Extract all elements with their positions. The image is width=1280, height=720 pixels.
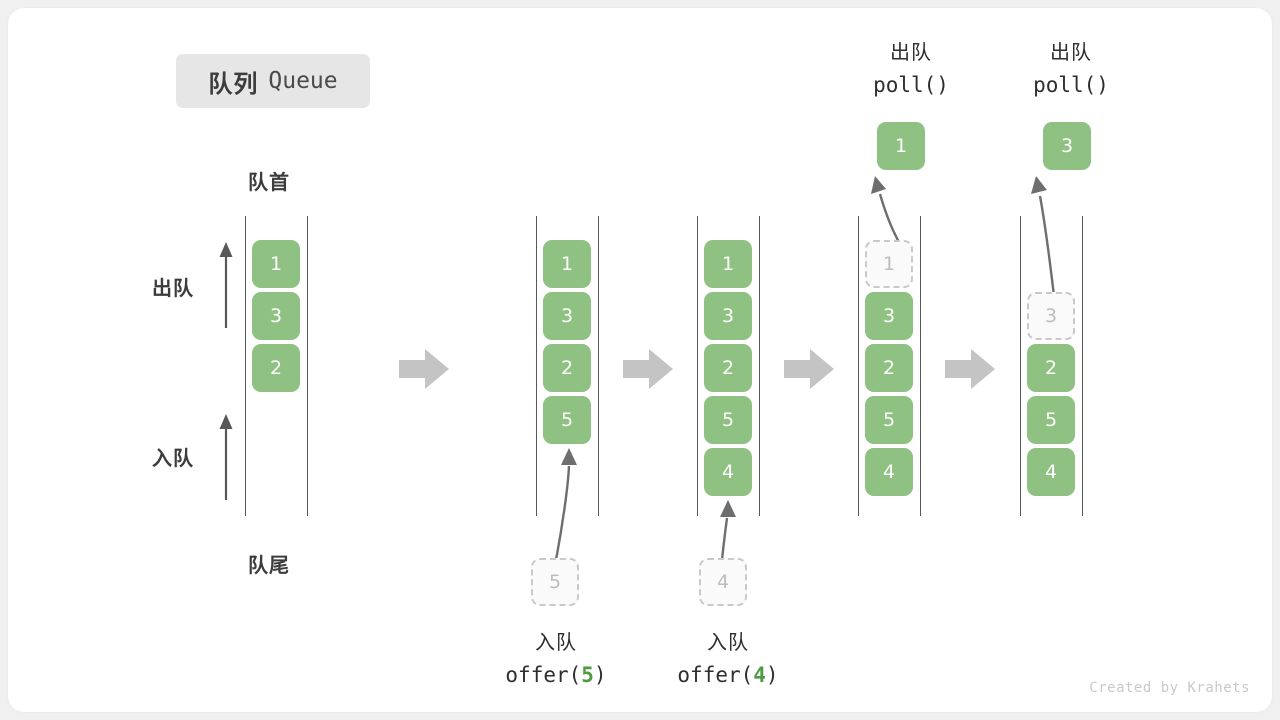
rail-right <box>920 216 921 516</box>
caption-poll-3: 出队 poll() <box>971 38 1171 102</box>
incoming-ghost-box-3: 4 <box>699 558 747 606</box>
caption-paren: ) <box>1096 73 1109 97</box>
caption-line2: poll() <box>811 69 1011 102</box>
queue-slot: 5 <box>704 396 752 444</box>
queue-slot: 3 <box>704 292 752 340</box>
enqueue-curve-arrow-2-icon <box>554 448 577 561</box>
enqueue-curve-arrow-3-icon <box>720 500 736 561</box>
queue-slot: 2 <box>252 344 300 392</box>
dequeue-side-label: 出队 <box>152 278 194 300</box>
rail-right <box>598 216 599 516</box>
step-arrow-1-icon <box>399 349 449 389</box>
step-arrow-3-icon <box>784 349 834 389</box>
queue-slot: 4 <box>1027 448 1075 496</box>
caption-line1: 出队 <box>890 42 932 64</box>
title-badge: 队列 Queue <box>176 54 370 108</box>
queue-slot: 3 <box>865 292 913 340</box>
queue-slot-ghost: 3 <box>1027 292 1075 340</box>
caption-arg: 5 <box>581 663 594 687</box>
caption-offer-5: 入队 offer(5) <box>456 628 656 692</box>
rail-left <box>697 216 698 516</box>
queue-head-label: 队首 <box>248 172 290 194</box>
caption-line1: 入队 <box>535 632 577 654</box>
caption-poll-1: 出队 poll() <box>811 38 1011 102</box>
queue-slot: 1 <box>252 240 300 288</box>
caption-fn: offer( <box>677 663 754 687</box>
title-cn: 队列 <box>208 70 259 98</box>
caption-fn: poll( <box>1033 73 1097 97</box>
rail-right <box>1082 216 1083 516</box>
enqueue-side-label: 入队 <box>152 448 194 470</box>
step-arrow-2-icon <box>623 349 673 389</box>
queue-slot: 2 <box>704 344 752 392</box>
queue-slot: 2 <box>865 344 913 392</box>
caption-line1: 入队 <box>707 632 749 654</box>
queue-slot: 5 <box>1027 396 1075 444</box>
queue-slot: 1 <box>543 240 591 288</box>
dequeue-arrow-icon <box>219 242 233 328</box>
queue-slot: 3 <box>543 292 591 340</box>
step-arrow-4-icon <box>945 349 995 389</box>
dequeue-curve-arrow-5-icon <box>1031 176 1056 297</box>
queue-slot: 5 <box>865 396 913 444</box>
caption-paren: ) <box>936 73 949 97</box>
rail-right <box>307 216 308 516</box>
queue-slot: 3 <box>252 292 300 340</box>
queue-slot: 4 <box>704 448 752 496</box>
queue-tail-label: 队尾 <box>248 555 290 577</box>
caption-paren: ) <box>593 663 607 687</box>
caption-arg: 4 <box>753 663 766 687</box>
popped-box-4: 1 <box>877 122 925 170</box>
queue-slot-ghost: 1 <box>865 240 913 288</box>
queue-slot: 2 <box>1027 344 1075 392</box>
rail-left <box>1020 216 1021 516</box>
caption-line2: poll() <box>971 69 1171 102</box>
caption-line1: 出队 <box>1050 42 1092 64</box>
enqueue-arrow-icon <box>219 414 233 500</box>
rail-right <box>759 216 760 516</box>
queue-slot: 5 <box>543 396 591 444</box>
rail-left <box>245 216 246 516</box>
dequeue-curve-arrow-4-icon <box>871 176 902 245</box>
caption-offer-4: 入队 offer(4) <box>628 628 828 692</box>
credit-text: Created by Krahets <box>1089 680 1250 696</box>
queue-slot: 2 <box>543 344 591 392</box>
caption-fn: poll( <box>873 73 937 97</box>
caption-paren: ) <box>765 663 779 687</box>
rail-left <box>858 216 859 516</box>
caption-line2: offer(4) <box>628 659 828 692</box>
queue-slot: 4 <box>865 448 913 496</box>
caption-line2: offer(5) <box>456 659 656 692</box>
title-en: Queue <box>268 68 338 94</box>
queue-slot: 1 <box>704 240 752 288</box>
popped-box-5: 3 <box>1043 122 1091 170</box>
caption-fn: offer( <box>505 663 582 687</box>
incoming-ghost-box-2: 5 <box>531 558 579 606</box>
diagram-card: 队列 Queue 队首 队尾 出队 入队 1 3 2 1 3 2 5 5 <box>8 8 1272 712</box>
rail-left <box>536 216 537 516</box>
